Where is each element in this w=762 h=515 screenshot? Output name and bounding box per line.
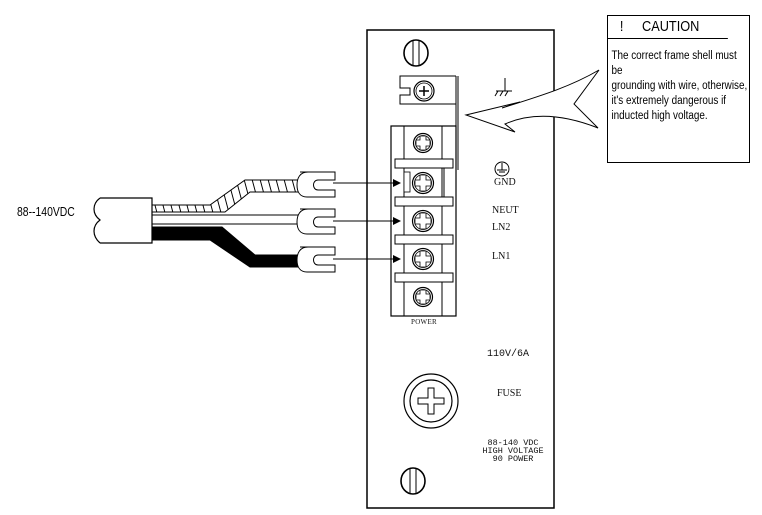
caution-title: CAUTION [642, 18, 700, 35]
terminal-screw-top [412, 132, 434, 154]
terminal-label-ln2: LN2 [492, 222, 511, 233]
hand-drawn-arrow-icon [464, 69, 600, 133]
caution-line: grounding with wire, otherwise, [611, 80, 748, 92]
spec-line: 90 POWER [492, 454, 534, 464]
mounting-screw-top [403, 39, 429, 67]
fuse-holder [403, 373, 459, 429]
terminal-block [390, 125, 457, 317]
spec-block: 88-140 VDC HIGH VOLTAGE 90 POWER [478, 438, 548, 464]
spec-line: HIGH VOLTAGE [482, 446, 544, 456]
caution-box: ! CAUTION The correct frame shell must be… [607, 15, 750, 163]
caution-text: The correct frame shell must be groundin… [608, 39, 749, 124]
ground-lug-bracket [399, 75, 459, 170]
terminal-screw-ln1 [411, 247, 435, 271]
terminal-screw-neut [411, 209, 435, 233]
terminal-label-neut: NEUT [492, 205, 519, 216]
input-cable [93, 179, 301, 268]
spade-lug-gnd [296, 171, 336, 198]
protective-earth-icon [494, 161, 510, 177]
spec-line: 88-140 VDC [487, 438, 539, 448]
caution-line: The correct frame shell must be [611, 50, 737, 77]
caution-line: it's extremely dangerous if [611, 95, 727, 107]
caution-line: inducted high voltage. [611, 110, 708, 122]
spade-lug-neut [296, 208, 336, 235]
fuse-rating-label: 110V/6A [487, 349, 530, 360]
chassis-ground-icon [494, 78, 512, 97]
power-label: POWER [411, 318, 437, 326]
terminal-screw-bottom [412, 286, 434, 308]
mounting-screw-bottom [400, 467, 426, 495]
spade-lug-ln1 [296, 246, 336, 273]
fuse-label: FUSE [497, 388, 522, 399]
terminal-label-gnd: GND [494, 177, 516, 188]
terminal-screw-gnd [411, 171, 435, 195]
caution-mark: ! [619, 18, 624, 35]
terminal-label-ln1: LN1 [492, 251, 511, 262]
cable-voltage-label: 88--140VDC [17, 204, 75, 219]
caution-header: ! CAUTION [608, 16, 728, 39]
